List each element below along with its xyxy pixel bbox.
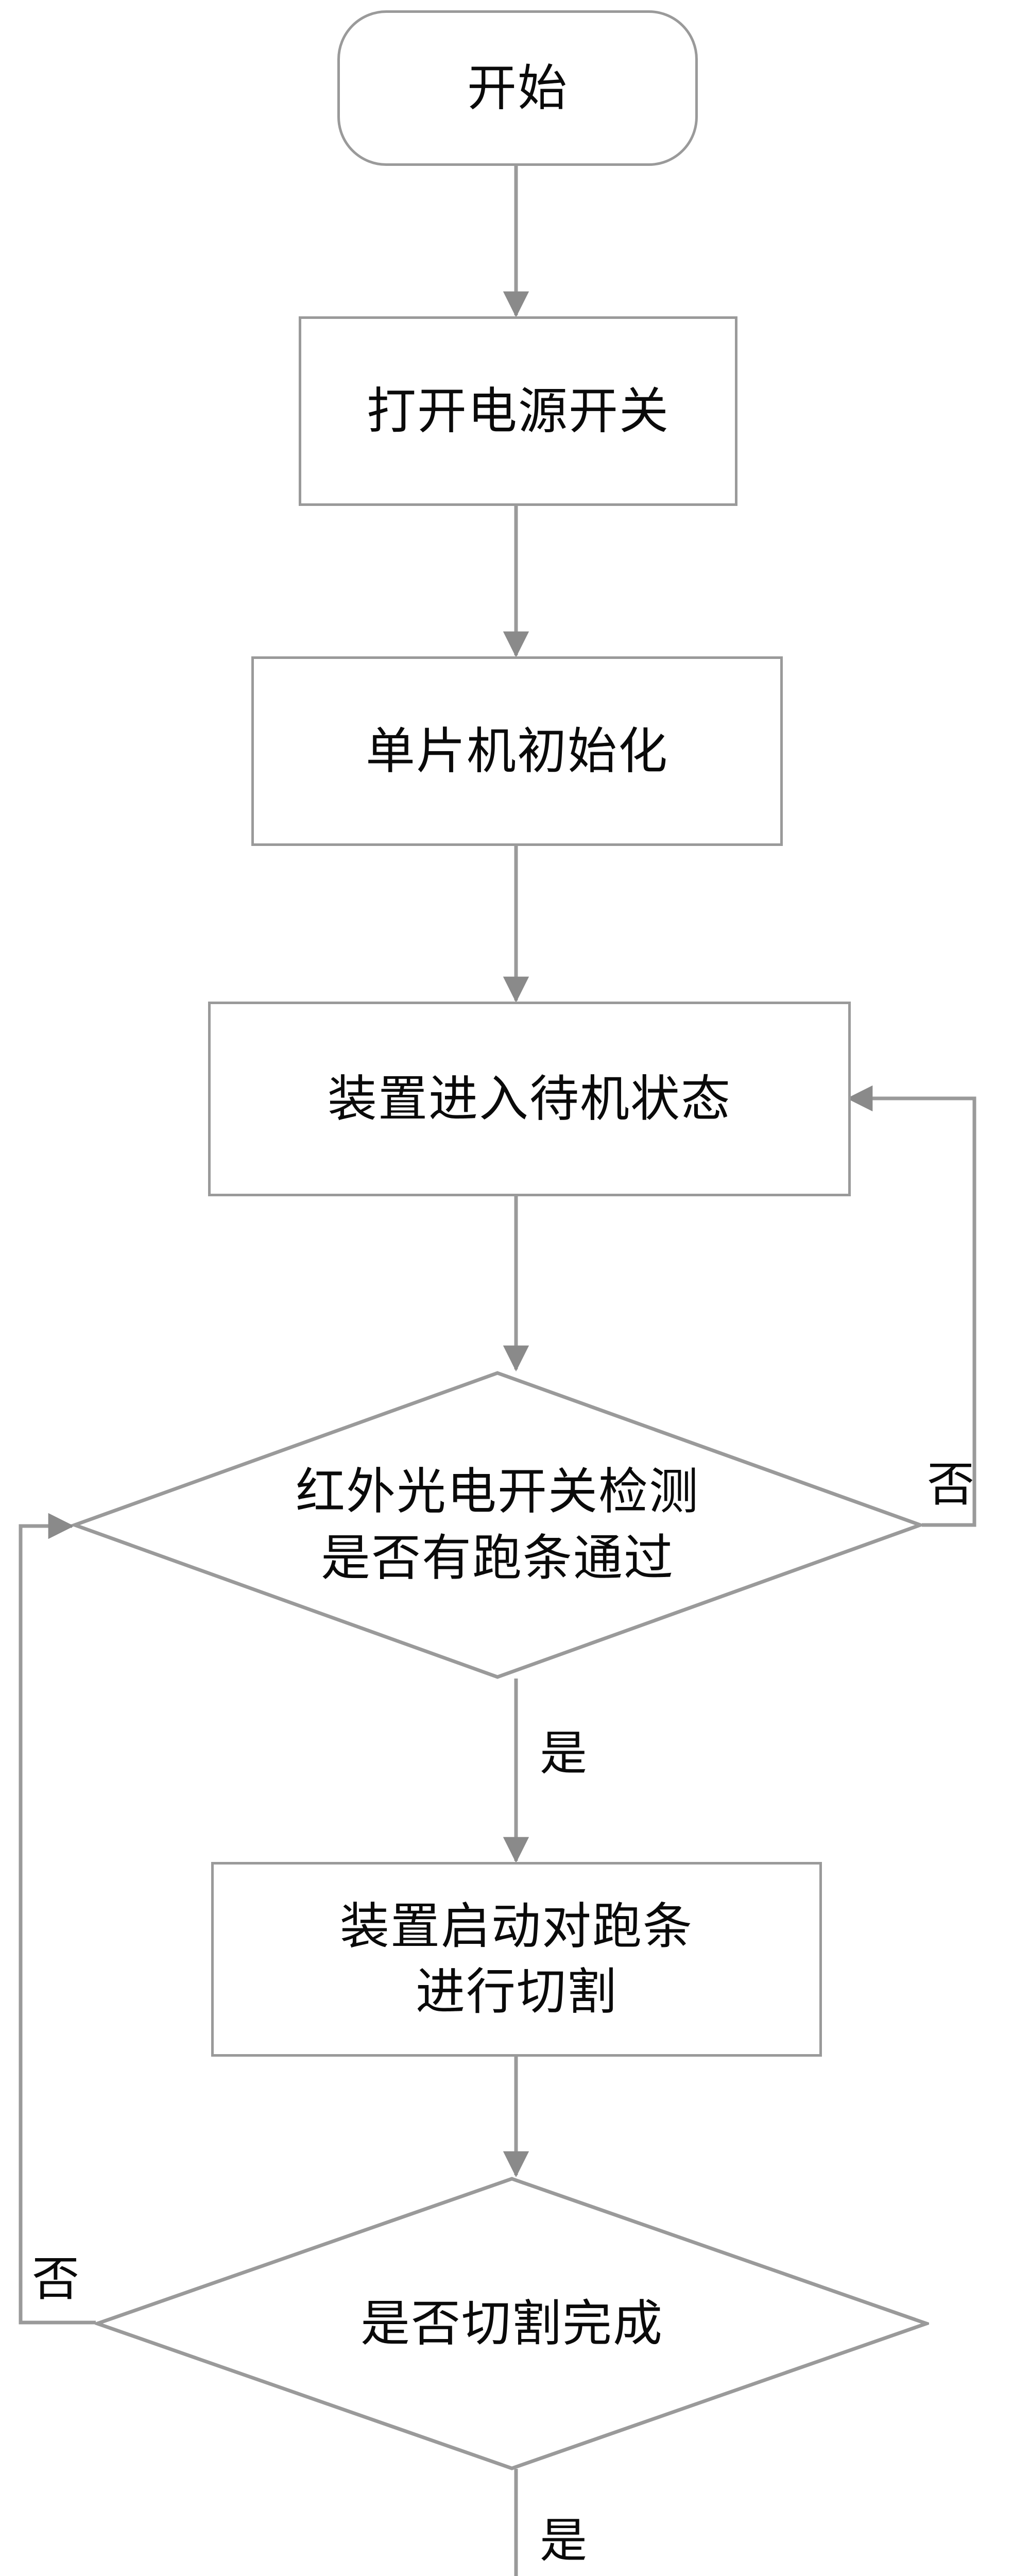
node-cut-label: 装置启动对跑条 进行切割 — [340, 1897, 693, 2021]
node-mcu-init[interactable]: 单片机初始化 — [251, 656, 783, 846]
node-power-on[interactable]: 打开电源开关 — [299, 316, 737, 506]
edge-label-detect-no: 否 — [927, 1457, 975, 1512]
node-start[interactable]: 开始 — [337, 10, 698, 166]
node-detect-label: 红外光电开关检测 是否有跑条通过 — [296, 1463, 699, 1587]
node-cut[interactable]: 装置启动对跑条 进行切割 — [211, 1862, 822, 2057]
node-cut-done-label: 是否切割完成 — [360, 2294, 663, 2352]
node-mcu-init-label: 单片机初始化 — [366, 722, 668, 780]
node-start-label: 开始 — [467, 59, 568, 117]
node-power-on-label: 打开电源开关 — [367, 382, 670, 440]
cut-done-diamond-shape — [95, 2177, 929, 2470]
node-standby-label: 装置进入待机状态 — [328, 1070, 731, 1128]
edge-label-cut-done-no: 否 — [32, 2251, 80, 2307]
edge-label-detect-yes: 是 — [540, 1726, 588, 1781]
node-standby[interactable]: 装置进入待机状态 — [208, 1002, 851, 1196]
node-cut-done[interactable]: 是否切割完成 — [95, 2176, 929, 2471]
node-detect[interactable]: 红外光电开关检测 是否有跑条通过 — [72, 1370, 923, 1680]
detect-diamond-shape — [72, 1371, 923, 1679]
edge-label-cut-done-yes: 是 — [540, 2513, 588, 2568]
